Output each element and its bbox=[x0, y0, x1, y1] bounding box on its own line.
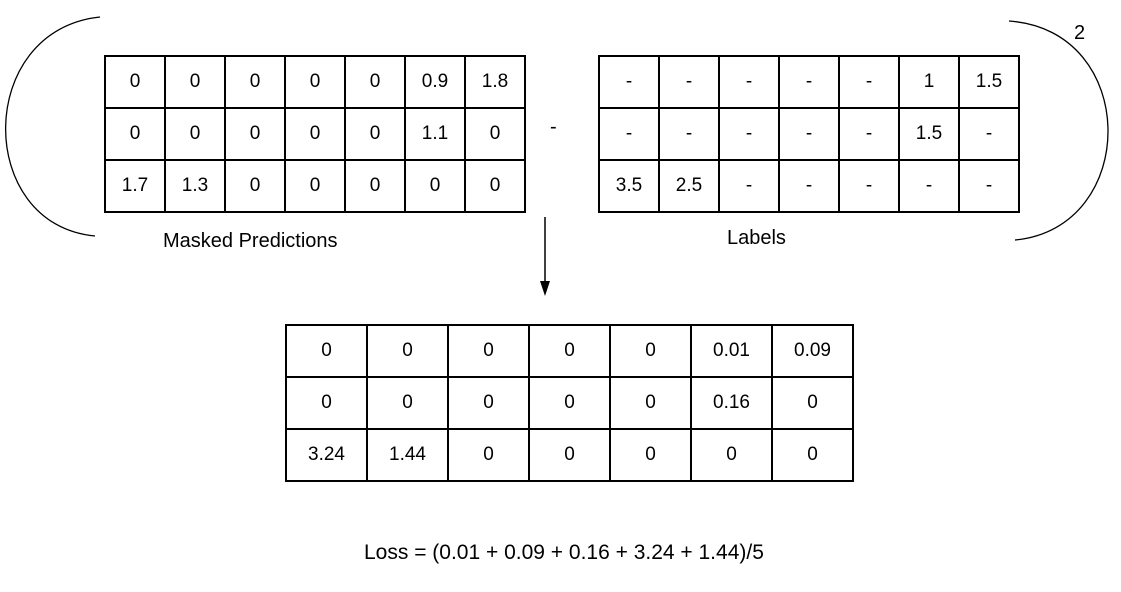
matrix-cell: 1 bbox=[898, 55, 960, 109]
matrix-cell: 0 bbox=[224, 159, 286, 213]
matrix-cell: 1.7 bbox=[104, 159, 166, 213]
matrix-cell: - bbox=[838, 107, 900, 161]
minus-operator: - bbox=[550, 116, 557, 138]
matrix-cell: 3.5 bbox=[598, 159, 660, 213]
matrix-cell: 0 bbox=[224, 55, 286, 109]
matrix-cell: 0.9 bbox=[404, 55, 466, 109]
exponent-label: 2 bbox=[1074, 22, 1086, 44]
matrix-row: -----1.5- bbox=[598, 107, 1020, 161]
matrix-cell: 0.09 bbox=[771, 324, 854, 378]
labels-title: Labels bbox=[727, 227, 786, 249]
matrix-cell: 0 bbox=[447, 428, 530, 482]
matrix-cell: 0 bbox=[609, 324, 692, 378]
matrix-cell: - bbox=[958, 159, 1020, 213]
matrix-cell: - bbox=[778, 55, 840, 109]
matrix-cell: 0 bbox=[690, 428, 773, 482]
matrix-cell: 0 bbox=[164, 107, 226, 161]
matrix-cell: 0 bbox=[344, 159, 406, 213]
matrix-cell: 0 bbox=[447, 324, 530, 378]
matrix-cell: 0 bbox=[284, 55, 346, 109]
matrix-cell: 0 bbox=[284, 159, 346, 213]
loss-formula: Loss = (0.01 + 0.09 + 0.16 + 3.24 + 1.44… bbox=[364, 541, 764, 564]
left-parenthesis bbox=[4, 16, 101, 237]
matrix-cell: - bbox=[838, 159, 900, 213]
matrix-cell: 0 bbox=[224, 107, 286, 161]
matrix-cell: 0 bbox=[285, 324, 368, 378]
matrix-cell: 0 bbox=[366, 324, 449, 378]
matrix-cell: - bbox=[778, 159, 840, 213]
matrix-cell: - bbox=[598, 107, 660, 161]
matrix-cell: - bbox=[718, 159, 780, 213]
matrix-cell: 0 bbox=[164, 55, 226, 109]
matrix-cell: - bbox=[838, 55, 900, 109]
matrix-cell: 0 bbox=[104, 107, 166, 161]
matrix-cell: 0 bbox=[447, 376, 530, 430]
arrow-head bbox=[540, 281, 550, 296]
matrix-cell: - bbox=[718, 107, 780, 161]
matrix-cell: 1.44 bbox=[366, 428, 449, 482]
matrix-cell: 1.5 bbox=[898, 107, 960, 161]
matrix-cell: 1.5 bbox=[958, 55, 1020, 109]
matrix-cell: 0 bbox=[528, 324, 611, 378]
matrix-cell: 0 bbox=[366, 376, 449, 430]
matrix-cell: - bbox=[658, 107, 720, 161]
matrix-cell: 0 bbox=[528, 428, 611, 482]
matrix-cell: 0 bbox=[771, 428, 854, 482]
matrix-cell: 1.8 bbox=[464, 55, 526, 109]
masked-predictions-title: Masked Predictions bbox=[163, 230, 338, 252]
matrix-cell: 1.3 bbox=[164, 159, 226, 213]
matrix-cell: - bbox=[718, 55, 780, 109]
matrix-cell: - bbox=[598, 55, 660, 109]
matrix-cell: 2.5 bbox=[658, 159, 720, 213]
matrix-cell: - bbox=[898, 159, 960, 213]
matrix-cell: 0 bbox=[771, 376, 854, 430]
matrix-cell: - bbox=[658, 55, 720, 109]
matrix-cell: 0 bbox=[609, 428, 692, 482]
matrix-cell: 0 bbox=[609, 376, 692, 430]
matrix-cell: 0 bbox=[284, 107, 346, 161]
matrix-cell: 1.1 bbox=[404, 107, 466, 161]
matrix-cell: 0 bbox=[344, 55, 406, 109]
matrix-cell: 3.24 bbox=[285, 428, 368, 482]
matrix-cell: 0 bbox=[285, 376, 368, 430]
matrix-cell: 0 bbox=[104, 55, 166, 109]
matrix-cell: 0 bbox=[528, 376, 611, 430]
matrix-cell: 0.16 bbox=[690, 376, 773, 430]
matrix-cell: 0 bbox=[464, 107, 526, 161]
matrix-cell: 0.01 bbox=[690, 324, 773, 378]
matrix-cell: - bbox=[778, 107, 840, 161]
matrix-cell: 0 bbox=[464, 159, 526, 213]
matrix-cell: 0 bbox=[344, 107, 406, 161]
matrix-cell: 0 bbox=[404, 159, 466, 213]
matrix-cell: - bbox=[958, 107, 1020, 161]
right-parenthesis bbox=[1008, 20, 1109, 241]
